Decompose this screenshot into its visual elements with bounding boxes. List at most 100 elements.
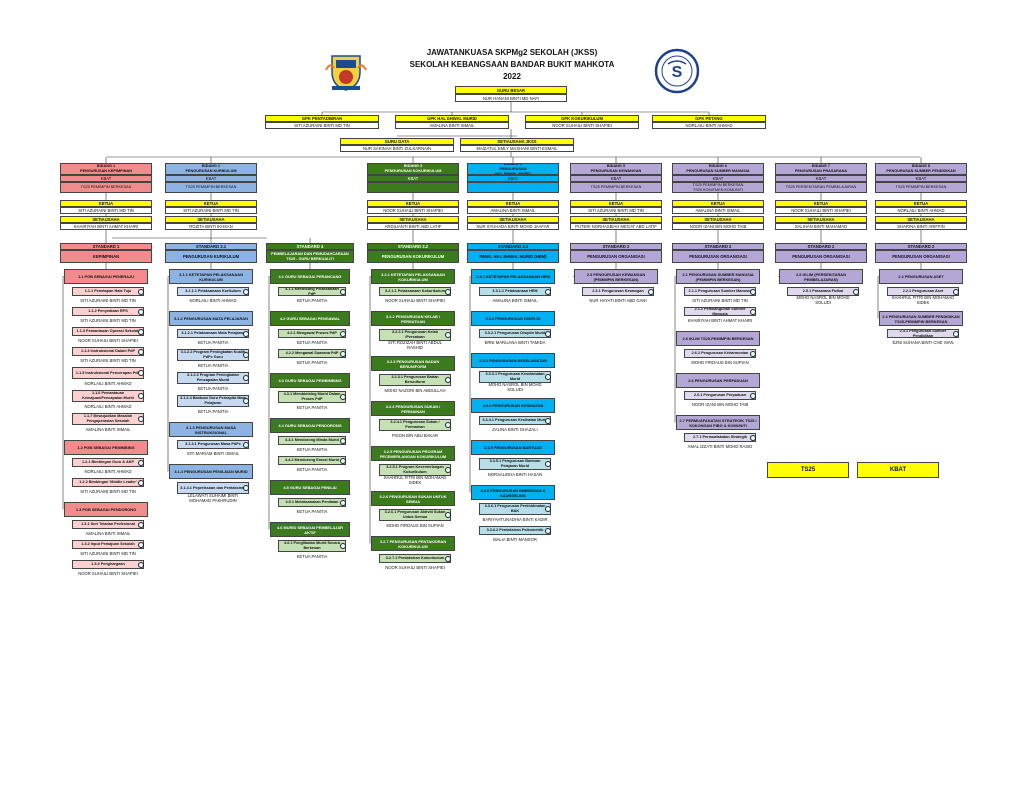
sub-standard-col3-0: 4.1 GURU SEBAGAI PERANCANG xyxy=(270,269,350,284)
sub-standard-col3-8: 4.3 GURU SEBAGAI PEMBIMBING xyxy=(270,373,350,388)
aspek-col3-20: 4.6.1 Penglibatan Murid Secara Berkesan xyxy=(278,540,346,552)
pic-name-col3-7: KETUA PANITIA xyxy=(296,359,328,365)
sekolah-kebangsaan-logo: S xyxy=(654,48,700,94)
aspek-col2-10: 3.1.2.4 Bantuan Guru Perkapita Mata Pela… xyxy=(177,395,249,407)
ts25-badge-icon xyxy=(445,332,451,338)
bidang-head-7: BIDANG 8 PENGURUSAN SUMBER PENDIDIKAN xyxy=(875,163,967,175)
ts25-badge-icon xyxy=(138,479,144,486)
standard-label-7: STANDARD 2 xyxy=(775,243,867,250)
standard-label-0: STANDARD 1 xyxy=(60,243,152,250)
gpk-name-2: NOOR SUHAILI BINTI SHAPIEI xyxy=(525,122,639,129)
ts25-badge-icon xyxy=(545,461,551,467)
sub-standard-col9-0: 2.2 PENGURUSAN ASET xyxy=(879,269,963,284)
ts25-badge-icon xyxy=(243,375,249,381)
setiausaha-label-3: SETIAUSAHA xyxy=(467,216,559,223)
sub-standard-col5-0: 3.3.1 KETETAPAN PELAKSANAAN HEM xyxy=(471,269,555,284)
pic-name-col1-24: SITI AZURAINI BINTI MD TIN xyxy=(80,550,136,556)
standard-title-0: KEPIMPINAN xyxy=(60,250,152,263)
ts25-badge-icon xyxy=(953,330,959,337)
sub-standard-col4-18: 3.2.7 PENGURUSAN PENTAKSIRAN KOKURIKULUM xyxy=(371,536,455,551)
ketua-name-4: SITI AZURAINI BINTI MD TIN xyxy=(570,207,662,214)
pic-name-col5-2: AMALINA BINTI ISMAIL xyxy=(492,297,538,303)
gpk-name-1: AMALINA BINTI ISMAIL xyxy=(395,122,509,129)
guru-data-name: NUR SAKINAH BINTI ZULKARNAIN xyxy=(340,145,454,152)
ts25-badge-icon xyxy=(340,437,346,444)
aspek-col2-4: 3.1.2.1 Pelaksanaan Mata Pelajaran xyxy=(177,329,249,338)
gpk-name-3: NORLAILI BINTI AHMAD xyxy=(652,122,766,129)
pic-name-col4-5: SITI ROZIZAH BINTI ABDUL RASHID xyxy=(388,341,442,349)
pic-name-col7-13: AMAL IZZATI BINTI MOHD RASID xyxy=(687,443,753,449)
aspek-col9-1: 2.2.1 Pengurusan Aset xyxy=(887,287,959,296)
aspek-col2-16: 3.1.4.1 Peperiksaan dan Pentaksiran xyxy=(177,482,249,494)
ts25-badge-icon xyxy=(138,561,144,568)
ketua-label-0: KETUA xyxy=(60,200,152,207)
setiausaha-jkss-title: SETIAUSAHA JKSS xyxy=(460,138,574,145)
gpk-title-0: GPK PENTADBIRAN xyxy=(265,115,379,122)
ts25-badge-icon xyxy=(340,288,346,295)
pic-name-col2-11: KETUA PANITIA xyxy=(197,408,229,414)
setiausaha-name-6: SALIHAN BINTI MAHAMAD xyxy=(775,223,867,230)
ketua-label-4: KETUA xyxy=(570,200,662,207)
sub-standard-col1-20: 1.3 PGB SEBAGAI PENDORONG xyxy=(64,502,148,517)
ts25-badge-icon xyxy=(138,370,144,376)
ts25-badge-icon xyxy=(445,288,451,295)
aspek-col5-13: 3.3.5.1 Pengurusan Bantuan Pelajaran Mur… xyxy=(479,458,551,470)
ts25-badge-icon xyxy=(445,512,451,518)
sub-standard-col3-11: 4.4 GURU SEBAGAI PENDORONG xyxy=(270,418,350,433)
guru-data-title: GURU DATA xyxy=(340,138,454,145)
bidang-ts25-3 xyxy=(467,182,559,193)
bidang-ts25-6: TS25 PERSEKITARAN PEMBELAJARAN xyxy=(775,182,867,193)
aspek-col5-18: 3.3.6.2 Pentaksiran Psikometrik xyxy=(479,526,551,535)
pic-name-col8-2: MOHD NASROL BIN MOHD SOLUDI xyxy=(796,296,850,304)
ts25-badge-icon xyxy=(138,459,144,466)
aspek-col3-14: 4.4.2 Mendorong Emosi Murid xyxy=(278,456,346,465)
aspek-col5-16: 3.3.6.1 Pengurusan Perkhidmatan B&K xyxy=(479,503,551,515)
pic-name-col2-17: LELAWATI SUHAIMI BINTI MOHAMAD PAKHRUDIN xyxy=(187,494,239,502)
sub-standard-col3-19: 4.6 MURID SEBAGAI PEMBELAJAR AKTIF xyxy=(270,522,350,537)
sub-standard-col4-0: 3.2.1 KETETAPAN PELAKSANAAN KOKURIKULUM xyxy=(371,269,455,284)
aspek-col1-16: 1.2.1 Bimbingan Guru & AKP xyxy=(72,458,144,467)
pic-name-col2-5: KETUA PANITIA xyxy=(197,339,229,345)
svg-text:S: S xyxy=(672,64,683,81)
ts25-badge-icon xyxy=(243,352,249,358)
ts25-badge-icon xyxy=(648,288,654,295)
bidang-ts25-1: TS25 PEMIMPIN BERKESAN xyxy=(165,182,257,193)
bidang-ts25-4: TS25 PEMIMPIN BERKESAN xyxy=(570,182,662,193)
aspek-col5-7: 3.3.3.1 Pengurusan Keselamatan Murid xyxy=(479,371,551,383)
ts25-badge-icon xyxy=(750,350,756,357)
setiausaha-name-1: ROZITA BINTI IKHSAN xyxy=(165,223,257,230)
ts25-badge-icon xyxy=(138,521,144,528)
ts25-badge-icon xyxy=(340,543,346,549)
aspek-col3-1: 4.1.1 Merancang Pelaksanaan PdP xyxy=(278,287,346,296)
sub-standard-col2-15: 3.1.4 PENGURUSAN PENILAIAN MURID xyxy=(169,464,253,479)
aspek-col5-1: 3.3.1.1 Pelaksanaan HEM xyxy=(479,287,551,296)
aspek-col5-4: 3.3.2.1 Pengurusan Disiplin Murid xyxy=(479,329,551,338)
ts25-badge-icon xyxy=(953,288,959,295)
bidang-ts25-0: TS25 PEMIMPIN BERKESAN xyxy=(60,182,152,193)
pic-name-col7-7: MOHD FIRDAUS BIN SUPIAN xyxy=(691,359,749,365)
pic-name-col1-12: NORLAILI BINTI AHMAD xyxy=(84,403,132,409)
pic-name-col5-11: ZALINA BINTI GHAZALI xyxy=(492,426,538,432)
pic-name-col4-14: SHAHRUL FITRI BIN MOHAMAD SIDEK xyxy=(383,476,447,484)
sub-standard-col1-15: 1.2 PGB SEBAGAI PEMIMBING xyxy=(64,440,148,455)
ts25-badge-icon xyxy=(340,350,346,357)
sub-standard-col4-3: 3.2.2 PENGURUSAN KELAB / PERSATUAN xyxy=(371,311,455,326)
pic-name-col7-4: KHAIRIYAH BINTI AHMAT KHAIRI xyxy=(687,317,753,323)
bidang-kbat-1: KBAT xyxy=(165,175,257,182)
ketua-name-5: AMALINA BINTI ISMAIL xyxy=(672,207,764,214)
pic-name-col3-21: KETUA PANITIA xyxy=(296,553,328,559)
pic-name-col1-17: NORLAILI BINTI AHMAD xyxy=(84,468,132,474)
pic-name-col9-5: EZNI SUHANA BINTI CHE' MAN xyxy=(892,339,954,345)
setiausaha-name-5: NOOR IZANI BIN MOHD TAIB xyxy=(672,223,764,230)
aspek-col9-4: 2.4.1 Pengurusan Sumber Pendidikan xyxy=(887,329,959,338)
bidang-head-1: BIDANG 2 PENGURUSAN KURIKULUM xyxy=(165,163,257,175)
pic-name-col3-5: KETUA PANITIA xyxy=(296,339,328,345)
school-name: SEKOLAH KEBANGSAAN BANDAR BUKIT MAHKOTA xyxy=(409,60,615,69)
aspek-col1-11: 1.1.6 Pemantauan Kemajuan/Pencapaian Mur… xyxy=(72,390,144,402)
sub-standard-col6-0: 2.3 PENGURUSAN KEWANGAN (PEMIMPIN BERKES… xyxy=(574,269,658,284)
setiausaha-label-5: SETIAUSAHA xyxy=(672,216,764,223)
ketua-name-2: NOOR SUHAILI BINTI SHAPIEI xyxy=(367,207,459,214)
pic-name-col3-2: KETUA PANITIA xyxy=(296,297,328,303)
aspek-col7-3: 2.1.2 Pembangunan Sumber Manusia xyxy=(684,307,756,316)
